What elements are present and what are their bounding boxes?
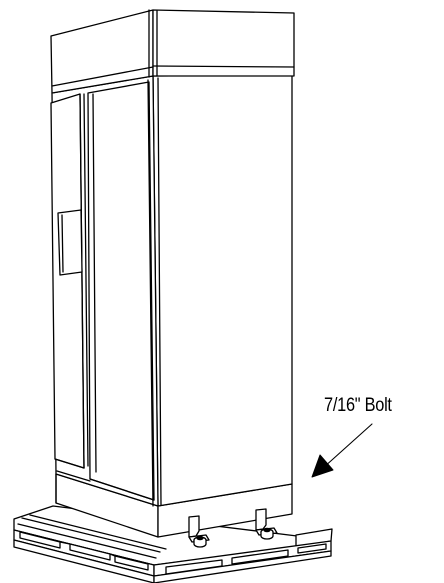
cabinet-top-side <box>152 9 295 77</box>
mounting-brackets <box>188 508 278 548</box>
pallet-lower-side <box>153 550 332 583</box>
arrow-head-icon <box>311 454 334 478</box>
bolt-size-label: 7/16" Bolt <box>324 395 392 416</box>
pallet-lower-front <box>13 539 155 583</box>
refrigerator <box>50 9 295 538</box>
water-dispenser <box>57 209 83 276</box>
bolt-callout-arrow <box>311 423 373 478</box>
refrigerator-side-panel <box>152 74 293 507</box>
freezer-door <box>50 93 85 469</box>
pallet-side-openings <box>165 543 327 575</box>
bolt-right-icon <box>260 527 274 540</box>
fresh-food-door <box>87 81 155 501</box>
shipping-pallet <box>13 505 333 583</box>
bolt-left-icon <box>193 535 207 548</box>
pallet-fork-openings <box>19 531 149 571</box>
